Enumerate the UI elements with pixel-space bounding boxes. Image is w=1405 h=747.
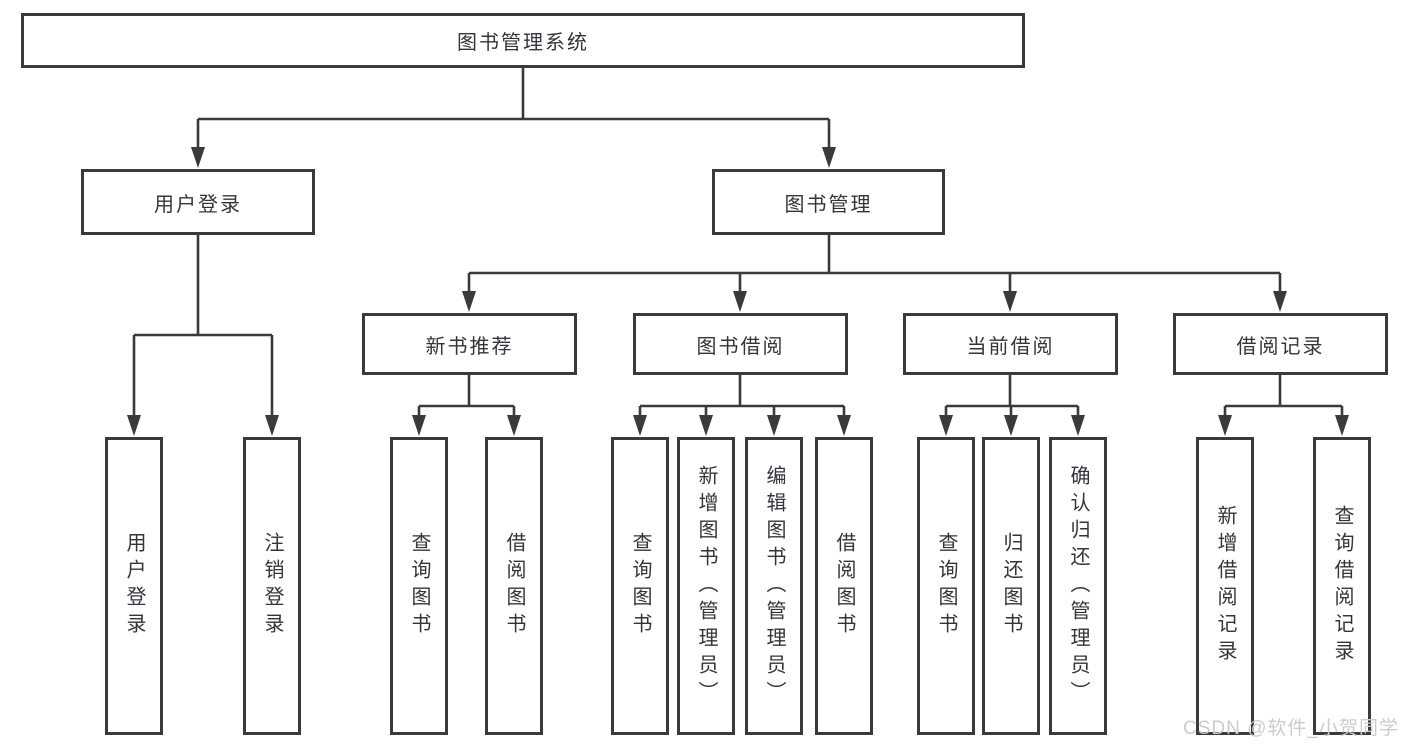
node-label: 借阅记录 [1236, 335, 1325, 358]
node-label: 新增借阅记录 [1214, 505, 1236, 667]
node-label: 当前借阅 [966, 335, 1055, 358]
watermark: CSDN @软件_小贺同学 [1183, 718, 1399, 739]
node-label: 归还图书 [1000, 532, 1022, 640]
node-new-book-recommend: 新书推荐 [362, 313, 577, 375]
leaf-borrow-books: 借阅图书 [815, 437, 873, 735]
node-book-management: 图书管理 [712, 169, 945, 235]
node-label: 用户登录 [154, 193, 242, 216]
leaf-query-books-current: 查询图书 [917, 437, 975, 735]
leaf-query-books-recommend: 查询图书 [390, 437, 448, 735]
leaf-query-borrow-record: 查询借阅记录 [1313, 437, 1371, 735]
node-label: 查询借阅记录 [1331, 505, 1353, 667]
node-label: 新增图书（管理员） [695, 464, 717, 708]
node-label: 查询图书 [629, 532, 651, 640]
node-borrow-records: 借阅记录 [1173, 313, 1388, 375]
node-label: 编辑图书（管理员） [763, 464, 785, 708]
node-label: 借阅图书 [833, 532, 855, 640]
leaf-logout: 注销登录 [243, 437, 301, 735]
leaf-borrow-books-recommend: 借阅图书 [485, 437, 543, 735]
node-book-borrow: 图书借阅 [633, 313, 848, 375]
node-label: 新书推荐 [425, 335, 514, 358]
leaf-query-books-borrow: 查询图书 [611, 437, 669, 735]
node-label: 图书借阅 [696, 335, 785, 358]
leaf-edit-book-admin: 编辑图书（管理员） [745, 437, 803, 735]
node-label: 查询图书 [935, 532, 957, 640]
node-label: 图书管理 [784, 193, 873, 216]
node-current-borrow: 当前借阅 [903, 313, 1118, 375]
node-label: 借阅图书 [503, 532, 525, 640]
node-user-login: 用户登录 [81, 169, 315, 235]
leaf-confirm-return-admin: 确认归还（管理员） [1049, 437, 1107, 735]
node-library-management-system: 图书管理系统 [21, 13, 1025, 68]
leaf-return-books: 归还图书 [982, 437, 1040, 735]
node-label: 注销登录 [261, 532, 283, 640]
leaf-add-book-admin: 新增图书（管理员） [677, 437, 735, 735]
leaf-add-borrow-record: 新增借阅记录 [1196, 437, 1254, 735]
node-label: 图书管理系统 [457, 32, 589, 54]
node-label: 确认归还（管理员） [1067, 464, 1089, 708]
leaf-user-login: 用户登录 [105, 437, 163, 735]
node-label: 查询图书 [408, 532, 430, 640]
node-label: 用户登录 [123, 532, 145, 640]
